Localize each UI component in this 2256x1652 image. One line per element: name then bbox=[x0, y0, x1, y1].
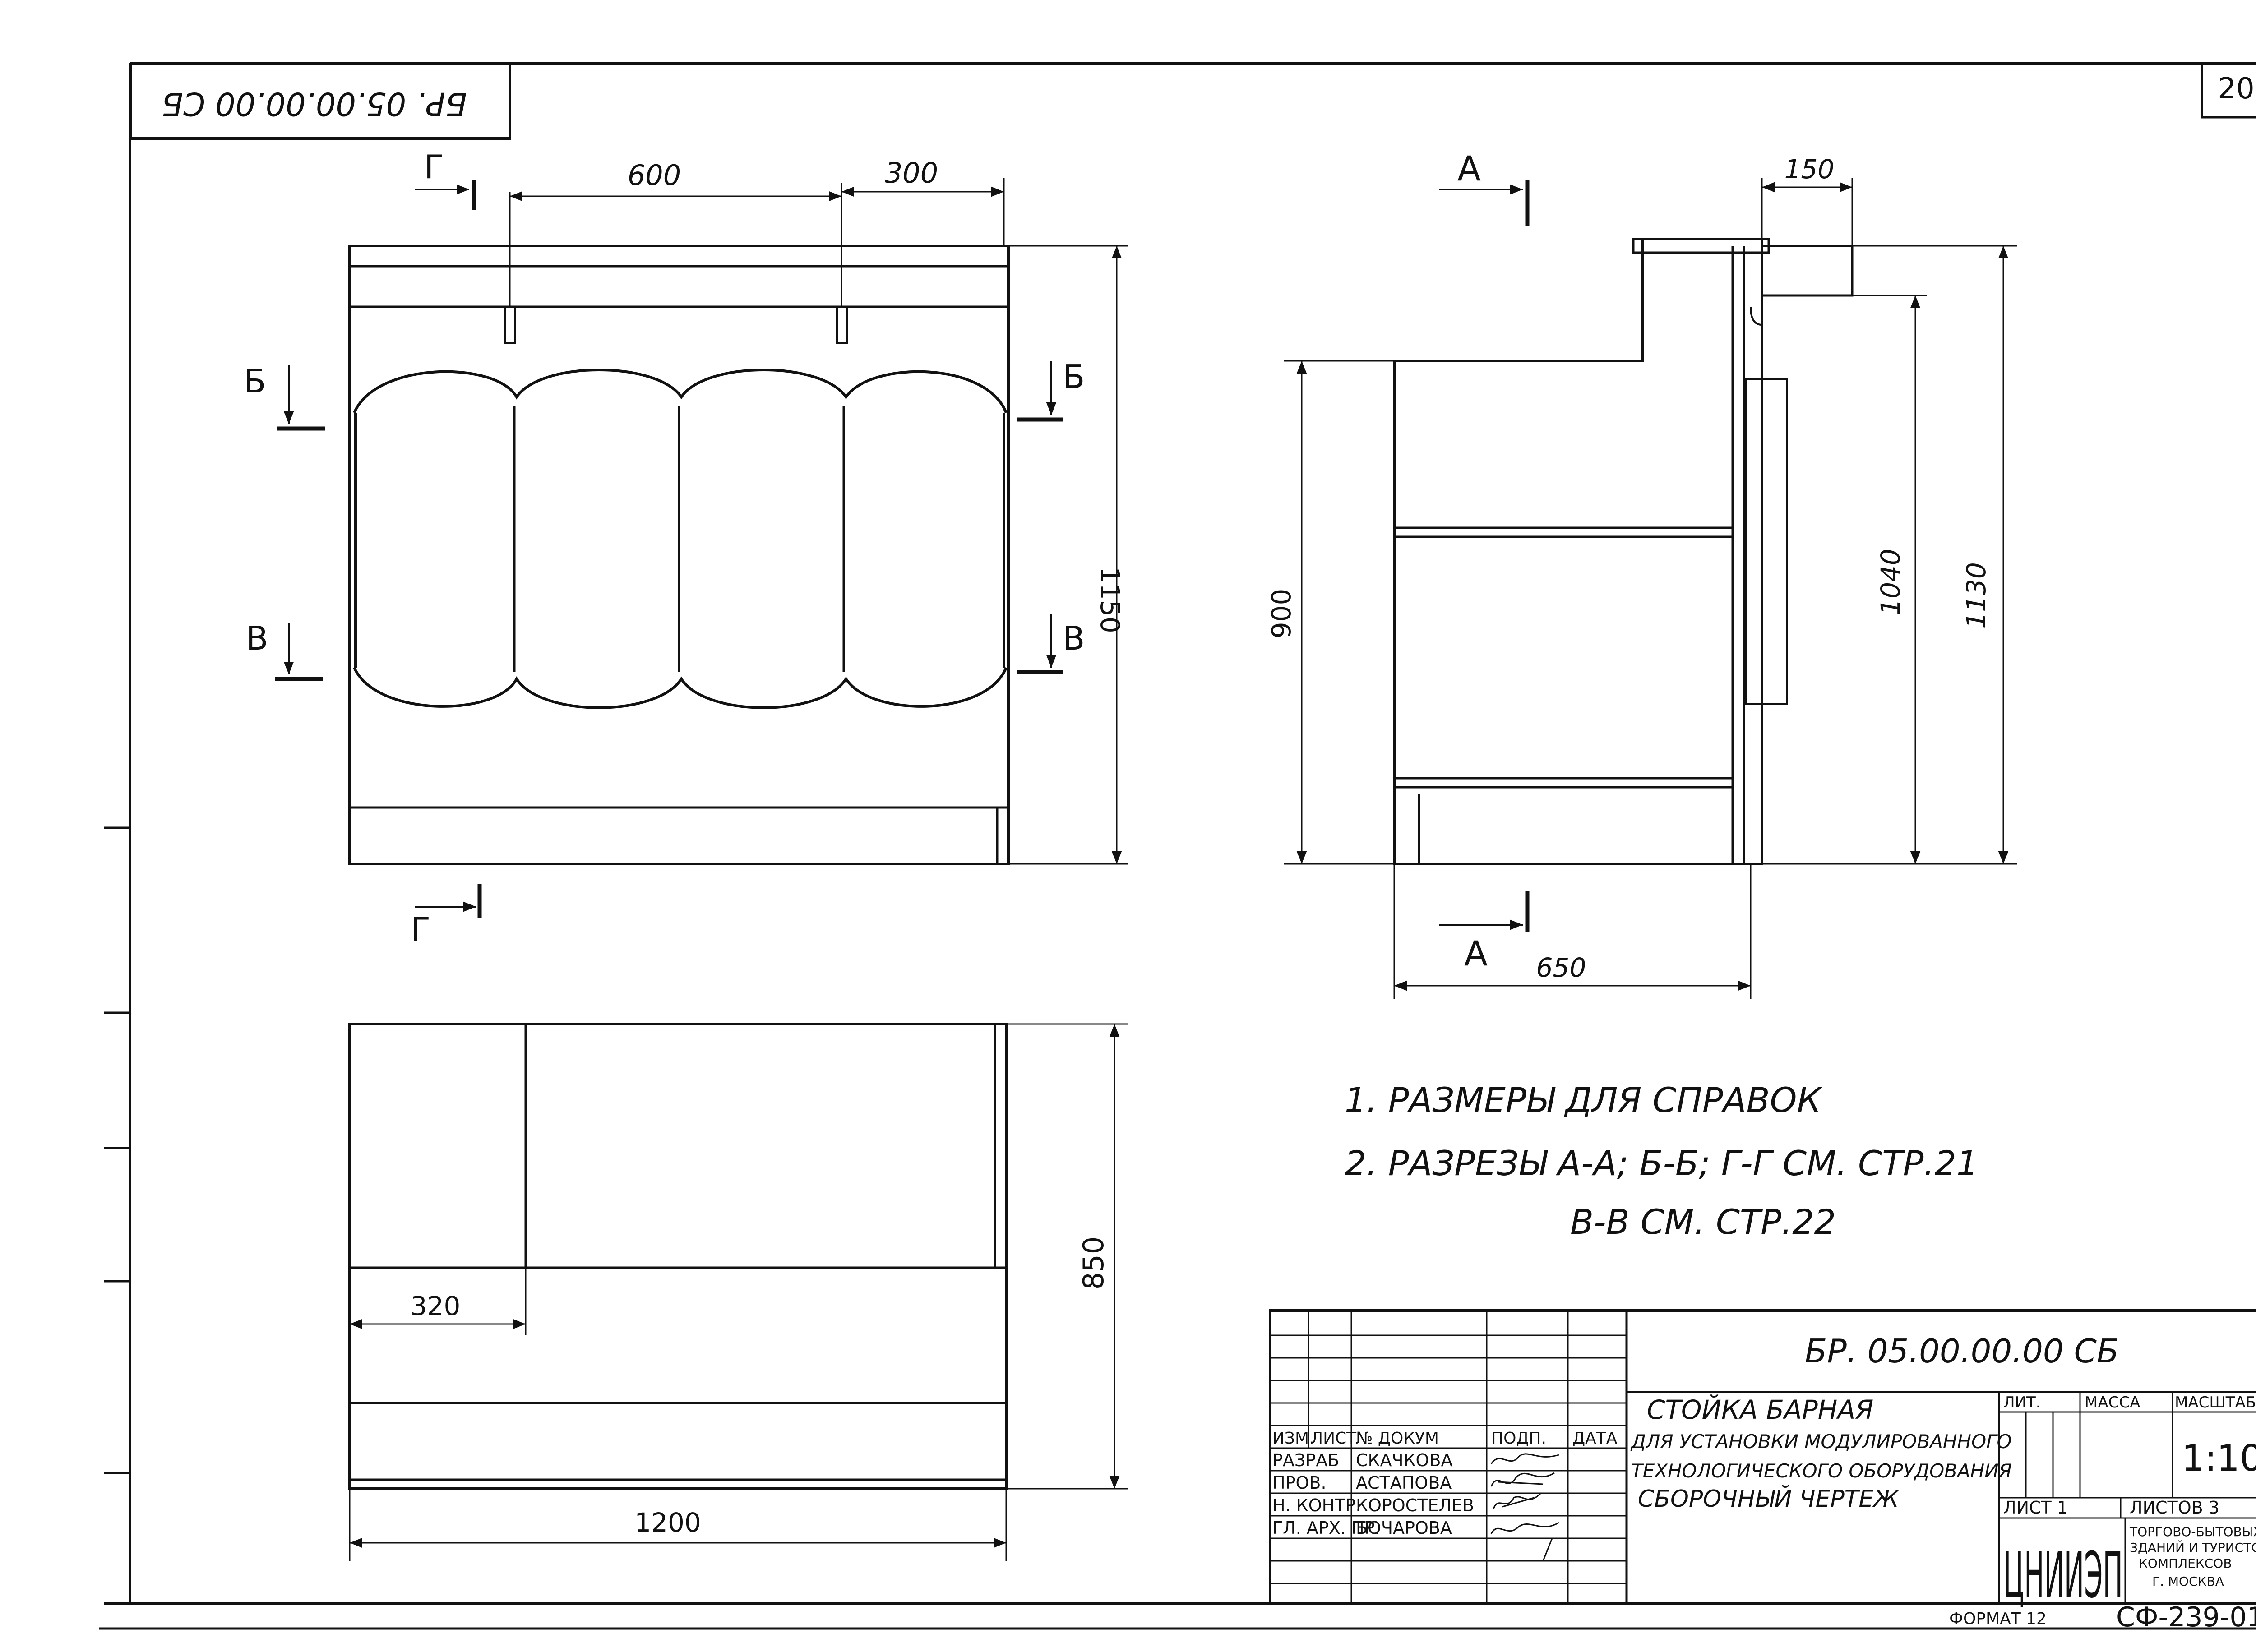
title-line-3: ТЕХНОЛОГИЧЕСКОГО ОБОРУДОВАНИЯ bbox=[1631, 1460, 2012, 1482]
front-view: 600 300 1150 Г Г Б Б В В bbox=[244, 148, 1128, 948]
title-line-4: СБОРОЧНЫЙ ЧЕРТЕЖ bbox=[1638, 1485, 1900, 1513]
dim-1130-label: 1130 bbox=[1961, 562, 1992, 629]
section-a-bottom: А bbox=[1464, 933, 1488, 974]
signature-1 bbox=[1490, 1453, 1559, 1464]
dim-1040-label: 1040 bbox=[1875, 549, 1906, 615]
doc-code: БР. 05.00.00.00 СБ bbox=[1805, 1332, 2119, 1370]
page-number: 20 bbox=[2218, 72, 2254, 106]
page-number-box: 20 bbox=[2201, 63, 2256, 119]
side-view: 150 900 1040 1130 650 А А bbox=[1266, 148, 2017, 999]
stamp-code: БР. 05.00.00.00 СБ bbox=[162, 85, 467, 122]
col-sign: ПОДП. bbox=[1491, 1429, 1546, 1448]
lit-label: ЛИТ. bbox=[2003, 1394, 2041, 1412]
section-v-right: В bbox=[1063, 619, 1085, 657]
dim-650-label: 650 bbox=[1536, 952, 1586, 983]
dim-850-label: 850 bbox=[1077, 1237, 1110, 1290]
dim-600-label: 600 bbox=[628, 159, 681, 192]
title-line-1: СТОЙКА БАРНАЯ bbox=[1647, 1394, 1873, 1425]
col-date: ДАТА bbox=[1572, 1429, 1618, 1448]
corner-stamp: БР. 05.00.00.00 СБ bbox=[129, 63, 511, 140]
dim-320-label: 320 bbox=[411, 1291, 461, 1321]
name-chief-architect: БОЧАРОВА bbox=[1356, 1518, 1452, 1538]
role-norm-control: Н. КОНТР. bbox=[1272, 1495, 1361, 1515]
archive-code: СФ-239-01 bbox=[2116, 1601, 2256, 1633]
signature-3 bbox=[1493, 1492, 1542, 1509]
scale-value: 1:10 bbox=[2182, 1437, 2256, 1479]
plan-view: 320 850 1200 bbox=[348, 1023, 1128, 1561]
sheet-label: ЛИСТ 1 bbox=[2003, 1498, 2068, 1518]
name-developer: СКАЧКОВА bbox=[1356, 1450, 1453, 1470]
org-line-1: ТОРГОВО-БЫТОВЫХ bbox=[2129, 1524, 2256, 1539]
note-2: 2. РАЗРЕЗЫ А-А; Б-Б; Г-Г СМ. СТР.21 bbox=[1345, 1143, 1978, 1183]
signature-2 bbox=[1490, 1472, 1555, 1487]
section-a-top: А bbox=[1457, 148, 1481, 189]
scale-label: МАСШТАБ bbox=[2175, 1394, 2256, 1412]
col-izm: ИЗМ. bbox=[1272, 1429, 1314, 1448]
dim-150-label: 150 bbox=[1784, 154, 1835, 185]
name-checker: АСТАПОВА bbox=[1356, 1473, 1452, 1493]
sheets-label: ЛИСТОВ 3 bbox=[2130, 1498, 2219, 1518]
role-chief-architect: ГЛ. АРХ. ПР. bbox=[1272, 1518, 1380, 1538]
note-3: В-В СМ. СТР.22 bbox=[1570, 1202, 1836, 1242]
name-norm-control: КОРОСТЕЛЕВ bbox=[1356, 1495, 1474, 1515]
section-v-left: В bbox=[246, 619, 268, 657]
notes: 1. РАЗМЕРЫ ДЛЯ СПРАВОК 2. РАЗРЕЗЫ А-А; Б… bbox=[1345, 1080, 1978, 1242]
mass-label: МАССА bbox=[2085, 1394, 2140, 1412]
dim-900-label: 900 bbox=[1266, 589, 1297, 639]
section-g-top: Г bbox=[424, 148, 444, 186]
col-doc: № ДОКУМ bbox=[1356, 1429, 1439, 1448]
org-logo: ЦНИИЭП bbox=[2003, 1539, 2123, 1612]
title-line-2: ДЛЯ УСТАНОВКИ МОДУЛИРОВАННОГО bbox=[1630, 1431, 2012, 1453]
wavy-panel-bottom bbox=[353, 667, 1008, 709]
org-line-4: Г. МОСКВА bbox=[2152, 1574, 2224, 1589]
format-label: ФОРМАТ 12 bbox=[1949, 1610, 2047, 1628]
col-list: ЛИСТ bbox=[1311, 1429, 1357, 1448]
note-1: 1. РАЗМЕРЫ ДЛЯ СПРАВОК bbox=[1345, 1080, 1822, 1120]
title-block: ИЗМ. ЛИСТ № ДОКУМ ПОДП. ДАТА РАЗРАБ СКАЧ… bbox=[1269, 1309, 2256, 1612]
org-line-3: КОМПЛЕКСОВ bbox=[2139, 1556, 2232, 1571]
section-b-left: Б bbox=[244, 362, 266, 400]
section-g-bottom: Г bbox=[411, 910, 430, 948]
dim-1150-label: 1150 bbox=[1095, 567, 1125, 633]
section-b-right: Б bbox=[1063, 358, 1085, 396]
signature-4 bbox=[1490, 1522, 1559, 1561]
wavy-panel-top bbox=[353, 369, 1008, 414]
org-line-2: ЗДАНИЙ И ТУРИСТСКИХ bbox=[2130, 1540, 2256, 1555]
role-checker: ПРОВ. bbox=[1272, 1473, 1327, 1493]
role-developer: РАЗРАБ bbox=[1272, 1450, 1339, 1470]
dim-300-label: 300 bbox=[885, 157, 938, 189]
dim-1200-label: 1200 bbox=[634, 1507, 701, 1538]
